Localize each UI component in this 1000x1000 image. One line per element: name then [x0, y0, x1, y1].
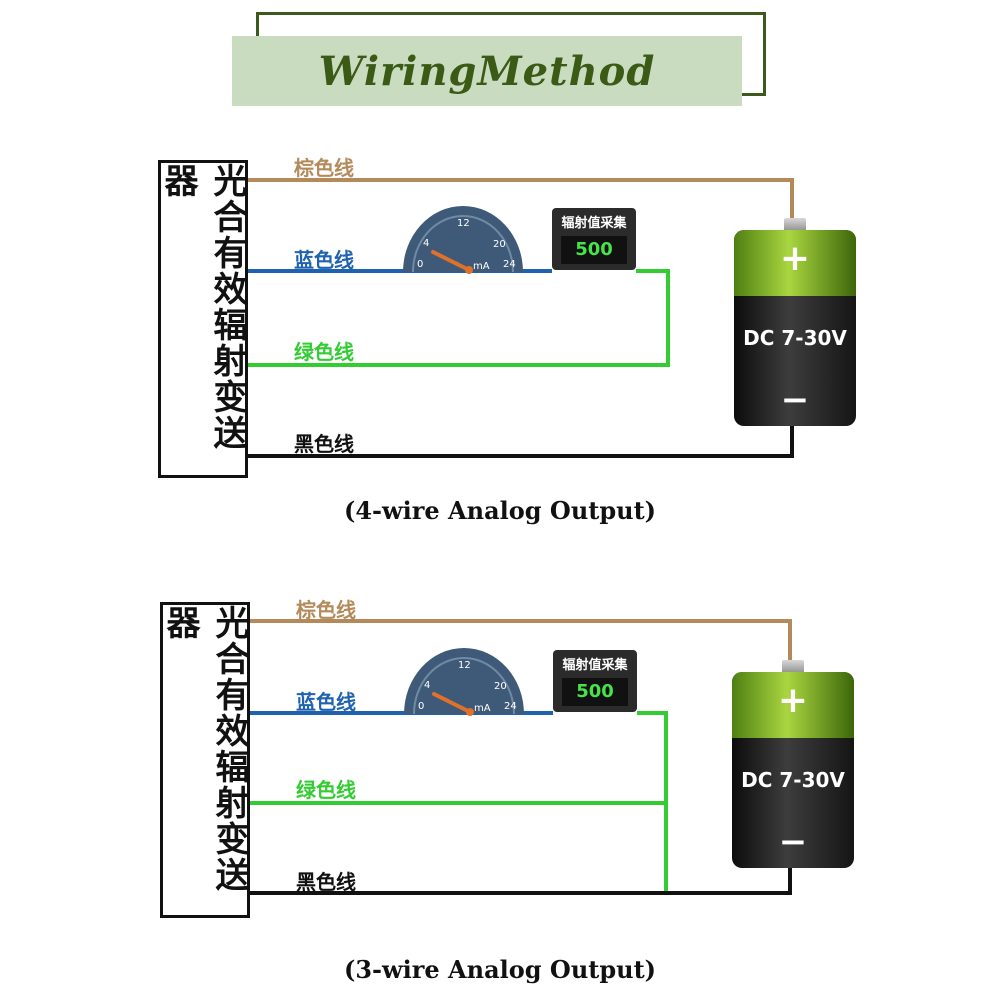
radiation-collector-1: 辐射值采集 500: [552, 208, 636, 270]
black-wire-2: [248, 868, 792, 895]
meter-tick: 20: [494, 681, 507, 692]
wire-label-black: 黑色线: [294, 432, 354, 456]
meter-tick: 0: [417, 259, 423, 270]
collector-value: 500: [562, 678, 628, 706]
green-wire-2a: [637, 711, 668, 893]
battery-minus-sign: −: [780, 380, 810, 420]
brown-wire-2: [248, 619, 792, 662]
wire-label-blue: 蓝色线: [296, 690, 356, 714]
battery-terminal: [784, 218, 806, 232]
battery-plus-sign: +: [777, 680, 809, 721]
meter-tick: 0: [418, 701, 424, 712]
collector-value: 500: [561, 236, 627, 264]
meter-tick: 20: [493, 239, 506, 250]
diagram-caption: (4-wire Analog Output): [343, 496, 657, 525]
battery-body: + DC 7-30V −: [734, 230, 856, 426]
battery-plus-sign: +: [779, 238, 811, 279]
meter-face: [403, 206, 523, 272]
transmitter-label: 光合有效辐射变送器: [160, 605, 249, 893]
battery-minus-sign: −: [778, 822, 808, 862]
black-wire-1: [247, 420, 794, 458]
transmitter-box-1: 光合有效辐射变送器: [158, 160, 248, 478]
wire-label-brown: 棕色线: [296, 598, 356, 622]
green-wire-loop-1: [247, 269, 670, 367]
meter-face: [404, 648, 524, 714]
title-background: [232, 36, 742, 106]
meter-tick: 12: [457, 218, 470, 229]
transmitter-label: 光合有效辐射变送器: [158, 163, 247, 451]
battery-voltage: DC 7-30V: [741, 768, 845, 792]
wire-label-black: 黑色线: [296, 870, 356, 894]
ammeter-1: 0 4 12 20 24 mA: [403, 206, 523, 274]
meter-tick: 24: [504, 701, 517, 712]
meter-unit: mA: [474, 703, 491, 714]
meter-tick: 4: [423, 238, 429, 249]
battery-body: + DC 7-30V −: [732, 672, 854, 868]
wire-label-brown: 棕色线: [294, 156, 354, 180]
battery-voltage: DC 7-30V: [743, 326, 847, 350]
meter-needle: [432, 692, 472, 714]
transmitter-box-2: 光合有效辐射变送器: [160, 602, 250, 918]
meter-unit: mA: [473, 261, 490, 272]
collector-title: 辐射值采集: [561, 216, 627, 231]
wire-label-green: 绿色线: [296, 778, 356, 802]
diagram-2-wires: [248, 619, 792, 895]
page-title: WiringMethod: [318, 47, 656, 95]
radiation-collector-2: 辐射值采集 500: [553, 650, 637, 712]
meter-needle: [431, 250, 471, 272]
battery-terminal: [782, 660, 804, 674]
meter-tick: 4: [424, 680, 430, 691]
meter-tick: 12: [458, 660, 471, 671]
diagram-1-wires: [247, 178, 794, 458]
collector-title: 辐射值采集: [562, 658, 628, 673]
brown-wire-1: [247, 178, 794, 220]
ammeter-2: 0 4 12 20 24 mA: [404, 648, 524, 716]
wire-label-blue: 蓝色线: [294, 248, 354, 272]
meter-tick: 24: [503, 259, 516, 270]
wire-label-green: 绿色线: [294, 340, 354, 364]
diagram-caption: (3-wire Analog Output): [343, 955, 657, 984]
